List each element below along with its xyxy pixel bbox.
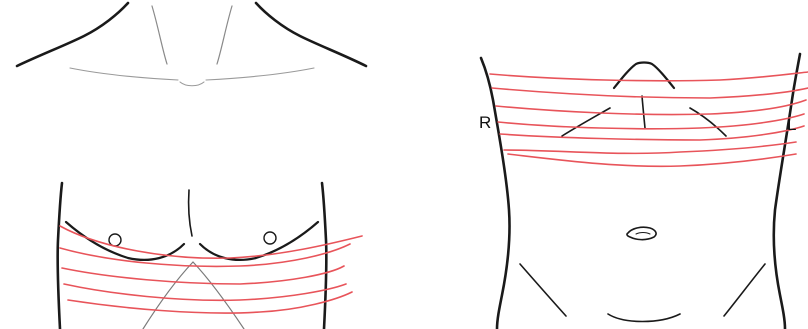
abdomen-marking-line-4 <box>498 114 804 129</box>
inguinal-line-right-of-patient <box>520 264 566 316</box>
pectoral-right-contour <box>200 222 318 260</box>
right-shoulder-contour <box>256 3 366 66</box>
neck-line-right <box>217 6 232 64</box>
abdomen-marking-line-6 <box>504 142 796 153</box>
chest-side-right <box>322 183 326 329</box>
abdomen-marking-line-2 <box>492 88 808 98</box>
abdomen-marking-line-7 <box>508 154 796 166</box>
abdomen-marking-lines <box>490 72 808 166</box>
abdomen-side-right-of-patient <box>481 58 510 329</box>
sternal-notch <box>180 82 204 86</box>
navel <box>627 227 656 239</box>
costal-margin-right <box>193 262 244 329</box>
label-patient-right: R <box>479 114 491 131</box>
chest-side-left <box>58 183 62 329</box>
sternum-line <box>189 190 192 236</box>
neck-line-left <box>152 6 167 64</box>
chest-marking-line-5 <box>68 292 352 313</box>
nipple-left <box>109 234 121 246</box>
costal-margin-left <box>143 262 193 329</box>
navel-fold <box>636 233 650 235</box>
inguinal-line-left-of-patient <box>724 264 765 316</box>
linea-alba <box>642 96 645 128</box>
abdomen-marking-line-1 <box>490 72 808 81</box>
chest-marking-lines <box>60 226 362 313</box>
lower-abdomen-curve <box>608 314 680 322</box>
label-patient-left: L <box>787 116 796 133</box>
chest-marking-line-3 <box>62 266 344 284</box>
clavicle-right <box>206 68 314 80</box>
chest-marking-line-4 <box>64 284 346 300</box>
abdomen-side-left-of-patient <box>774 54 800 329</box>
xiphoid-contour <box>614 63 674 89</box>
abdomen-marking-line-3 <box>496 100 806 115</box>
costal-arch-left-of-patient <box>690 108 726 136</box>
left-shoulder-contour <box>17 3 128 66</box>
nipple-right <box>264 232 276 244</box>
chest-figure <box>17 3 366 329</box>
clavicle-left <box>70 68 178 80</box>
